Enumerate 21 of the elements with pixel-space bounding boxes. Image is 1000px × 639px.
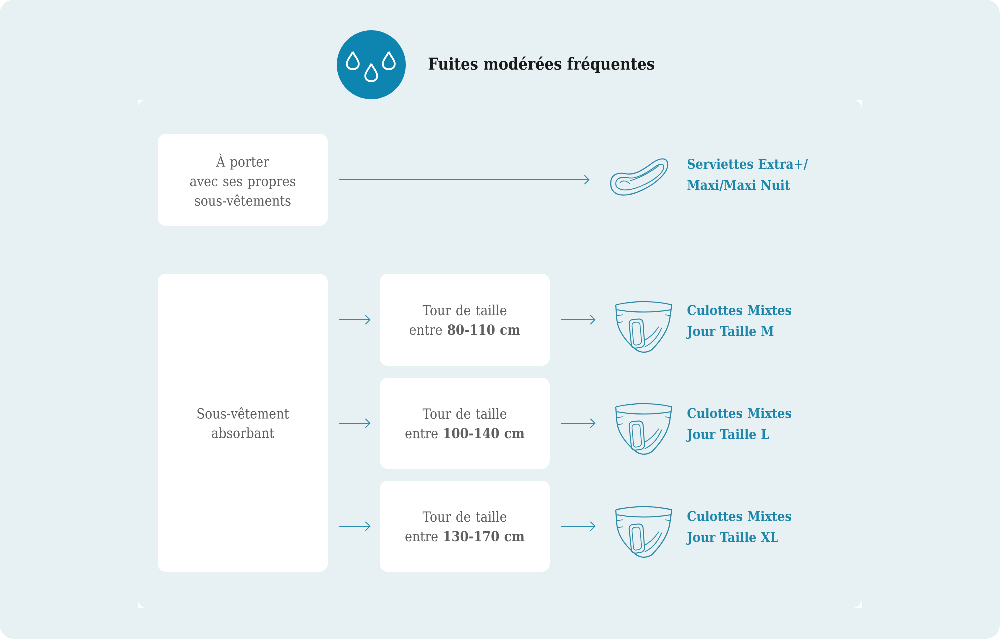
text-box: Tour de taille entre 130-170 cm: [380, 481, 550, 572]
heading: Fuites modérées fréquentes: [428, 56, 654, 74]
underwear-drawing: [615, 403, 673, 455]
text-box: Tour de taille entre 80-110 cm: [380, 274, 550, 366]
arrow: [560, 315, 596, 325]
sanitary-pad-drawing: [610, 158, 669, 196]
arrow: [338, 522, 371, 532]
text-box: À porter avec ses propres sous-vêtements: [158, 134, 328, 226]
underwear-drawing: [615, 506, 673, 558]
text-box: Sous-vêtement absorbant: [158, 274, 328, 572]
arrow: [338, 175, 590, 185]
product-name: Culottes Mixtes Jour Taille XL: [686, 510, 792, 546]
text-box: Tour de taille entre 100-140 cm: [380, 378, 550, 469]
arrow: [338, 418, 371, 428]
arrow: [338, 315, 371, 325]
product-name: Culottes Mixtes Jour Taille M: [686, 304, 792, 340]
arrow: [560, 418, 596, 428]
product-name: Serviettes Extra+/ Maxi/Maxi Nuit: [688, 158, 808, 192]
arrow: [560, 522, 596, 532]
underwear-drawing: [615, 301, 673, 353]
product-name: Culottes Mixtes Jour Taille L: [686, 408, 792, 442]
